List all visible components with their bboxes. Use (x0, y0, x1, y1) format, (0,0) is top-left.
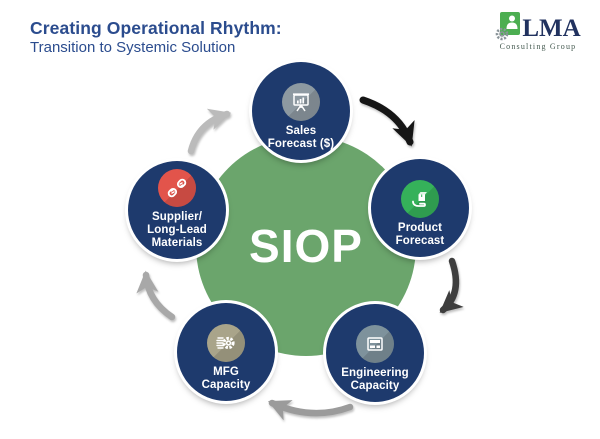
hand-box-icon (401, 180, 439, 218)
node-supplier-long-lead: Supplier/ Long-Lead Materials (128, 161, 226, 259)
arrow-engineering-to-mfg (267, 399, 354, 421)
arrow-sales-to-product (359, 96, 415, 147)
node-label: Engineering Capacity (341, 367, 409, 392)
presentation-chart-icon (282, 83, 320, 121)
lma-logo: LMA Consulting Group (492, 12, 584, 51)
node-engineering-capacity: Engineering Capacity (326, 304, 424, 402)
node-label: Sales Forecast ($) (267, 125, 335, 150)
node-label: Supplier/ Long-Lead Materials (147, 211, 207, 249)
siop-label: SIOP (249, 220, 363, 272)
node-label: Product Forecast (395, 222, 445, 247)
node-product-forecast: Product Forecast (371, 159, 469, 257)
node-sales-forecast: Sales Forecast ($) (252, 62, 350, 160)
arrow-mfg-to-supplier (136, 270, 176, 321)
header: Creating Operational Rhythm: Transition … (30, 18, 282, 56)
gear-glyph (496, 27, 509, 41)
machine-panel-icon (356, 325, 394, 363)
logo-tagline: Consulting Group (499, 42, 577, 51)
gear-icon (207, 324, 245, 362)
logo-wordmark: LMA (522, 15, 581, 42)
broken-chain-icon (158, 169, 196, 207)
page-subtitle: Transition to Systemic Solution (30, 38, 236, 56)
lma-logo-icon (495, 12, 521, 41)
page-title: Creating Operational Rhythm: (30, 18, 282, 38)
node-mfg-capacity: MFG Capacity (177, 303, 275, 401)
arrow-product-to-engineering (439, 257, 464, 314)
node-label: MFG Capacity (201, 366, 251, 391)
arrow-supplier-to-sales (187, 108, 232, 155)
